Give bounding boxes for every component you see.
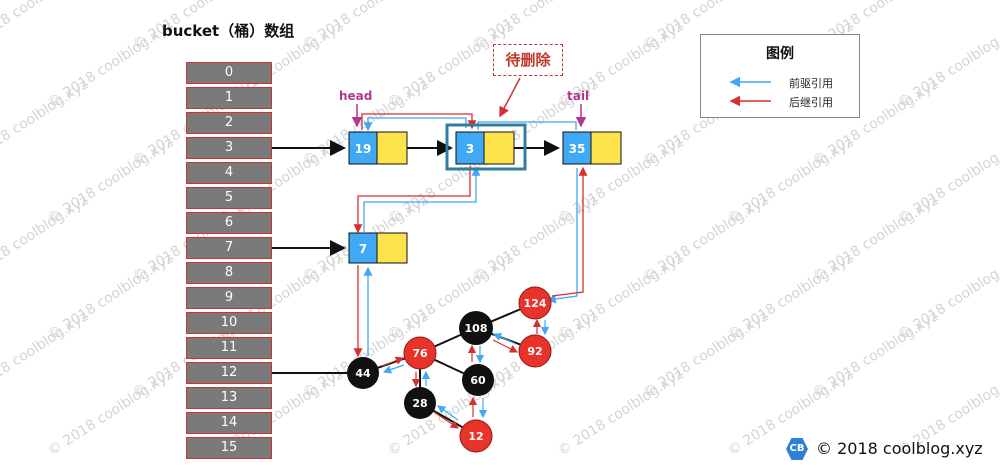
svg-text:12: 12 (468, 430, 483, 443)
delete-highlight-box (445, 123, 527, 171)
list-node-19-key: 19 (355, 142, 372, 156)
svg-text:92: 92 (527, 345, 542, 358)
legend-title: 图例 (766, 46, 794, 62)
logo-text: © 2018 coolblog.xyz (816, 439, 983, 458)
tree-node-60: 60 (462, 364, 494, 396)
list-node-35-key: 35 (569, 142, 586, 156)
legend-prev-label: 前驱引用 (789, 77, 833, 90)
diagram-title: bucket（桶）数组 (162, 22, 295, 40)
tree-node-28: 28 (404, 387, 436, 419)
svg-text:76: 76 (412, 347, 428, 360)
bucket-7: 7 (186, 237, 272, 259)
after-3-to-7 (353, 166, 471, 234)
bucket-3: 3 (186, 137, 272, 159)
list-node-3: 3 (455, 131, 515, 165)
legend-arrows (729, 76, 771, 107)
bucket-4: 4 (186, 162, 272, 184)
tail-label: tail (567, 89, 590, 103)
list-node-3-key: 3 (466, 142, 474, 156)
bucket-12: 12 (186, 362, 272, 384)
before-3-to-19 (363, 117, 467, 132)
svg-text:124: 124 (524, 297, 547, 310)
tree-node-76: 76 (403, 336, 437, 370)
bucket-1: 1 (186, 87, 272, 109)
bucket-11: 11 (186, 337, 272, 359)
svg-text:28: 28 (412, 397, 427, 410)
tree-node-124: 124 (518, 286, 552, 320)
list-node-19: 19 (348, 131, 408, 165)
bucket-0: 0 (186, 62, 272, 84)
before-124-link (546, 168, 578, 304)
after-19-to-3 (361, 113, 477, 130)
list-node-7-key: 7 (359, 242, 367, 256)
legend-next-label: 后继引用 (789, 96, 833, 109)
svg-text:60: 60 (470, 374, 486, 387)
bucket-8: 8 (186, 262, 272, 284)
bucket-9: 9 (186, 287, 272, 309)
bucket-14: 14 (186, 412, 272, 434)
svg-text:108: 108 (465, 322, 488, 335)
after-124-to-35 (551, 166, 588, 297)
list-node-7: 7 (348, 232, 408, 264)
to-delete-label: 待删除 (493, 44, 563, 76)
tree-node-92: 92 (518, 334, 552, 368)
tree-node-12: 12 (459, 419, 493, 453)
legend-box: 图例 前驱引用 后继引用 (700, 34, 860, 118)
list-node-35: 35 (562, 131, 622, 165)
bucket-10: 10 (186, 312, 272, 334)
svg-text:44: 44 (355, 367, 371, 380)
tree-order-arrows (381, 318, 550, 429)
tree-edges (362, 302, 536, 436)
tree-node-44: 44 (347, 357, 379, 389)
before-7-to-3 (363, 166, 481, 232)
bucket-6: 6 (186, 212, 272, 234)
tree-node-108: 108 (459, 311, 493, 345)
delete-callout-arrow (499, 77, 521, 118)
bucket-5: 5 (186, 187, 272, 209)
bucket-15: 15 (186, 437, 272, 459)
logo-badge: CB (786, 438, 808, 460)
head-label: head (339, 89, 373, 103)
bucket-13: 13 (186, 387, 272, 409)
bucket-2: 2 (186, 112, 272, 134)
